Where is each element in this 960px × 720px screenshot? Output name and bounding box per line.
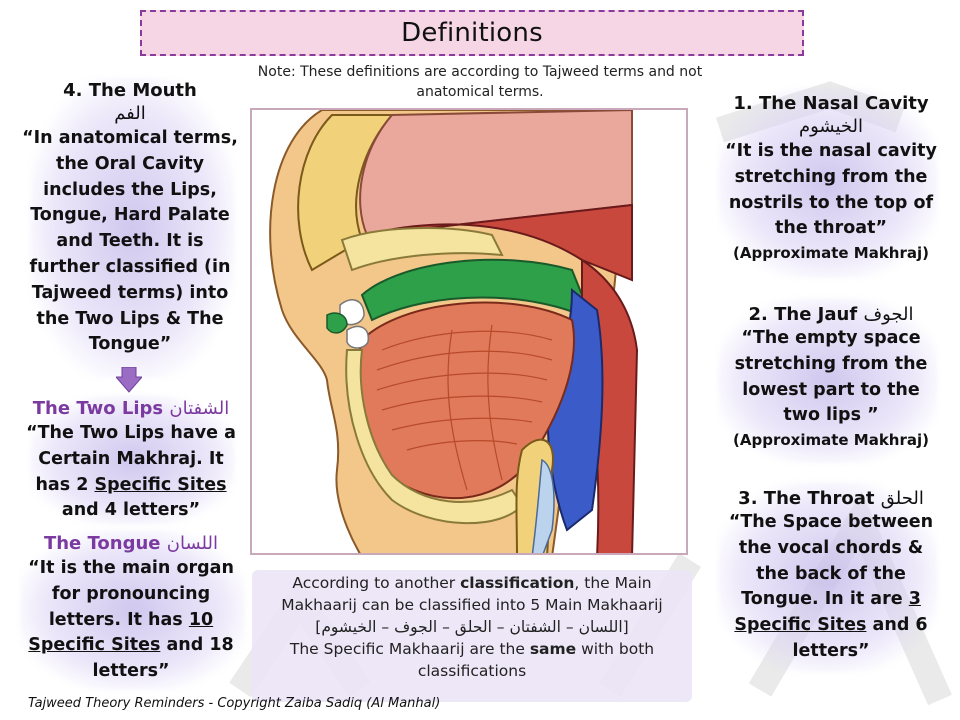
nasal-arabic: الخيشوم bbox=[798, 116, 864, 137]
two-lips-body: “The Two Lips have a Certain Makhraj. It… bbox=[26, 423, 236, 521]
jauf-section: 2. The Jauf الجوف “The empty space stret… bbox=[714, 303, 948, 451]
page-title: Definitions bbox=[401, 18, 543, 48]
tongue-body: “It is the main organ for pronouncing le… bbox=[28, 558, 234, 682]
tongue-glow bbox=[20, 530, 245, 690]
throat-body: “The Space between the vocal chords & th… bbox=[728, 512, 934, 661]
mouth-glow bbox=[30, 78, 235, 378]
mouth-heading: 4. The Mouth bbox=[63, 80, 197, 101]
mouth-arabic: الفم bbox=[114, 103, 146, 124]
nasal-tag: (Approximate Makhraj) bbox=[733, 244, 929, 263]
title-banner: Definitions bbox=[140, 10, 804, 56]
nasal-body: “It is the nasal cavity stretching from … bbox=[725, 141, 937, 239]
throat-glow bbox=[718, 482, 938, 672]
throat-heading: 3. The Throat الحلق bbox=[738, 488, 924, 509]
jauf-glow bbox=[718, 298, 938, 463]
mouth-body: “In anatomical terms, the Oral Cavity in… bbox=[22, 128, 238, 355]
nasal-heading: 1. The Nasal Cavity bbox=[733, 93, 929, 114]
footer-copyright: Tajweed Theory Reminders - Copyright Zai… bbox=[28, 696, 441, 711]
note-text: Note: These definitions are according to… bbox=[257, 64, 703, 100]
two-lips-section: The Two Lips الشفتان “The Two Lips have … bbox=[18, 397, 244, 524]
nasal-section: 1. The Nasal Cavity الخيشوم “It is the n… bbox=[714, 92, 948, 264]
nasal-glow bbox=[718, 88, 938, 278]
tongue-section: The Tongue اللسان “It is the main organ … bbox=[18, 532, 244, 685]
tongue-heading: The Tongue اللسان bbox=[43, 533, 219, 554]
two-lips-heading: The Two Lips الشفتان bbox=[32, 398, 230, 419]
jauf-heading: 2. The Jauf الجوف bbox=[748, 304, 914, 325]
classification-box: According to another classification, the… bbox=[252, 570, 692, 702]
jauf-body: “The empty space stretching from the low… bbox=[734, 328, 928, 426]
mouth-section: 4. The Mouth الفم “In anatomical terms, … bbox=[18, 79, 242, 358]
throat-section: 3. The Throat الحلق “The Space between t… bbox=[714, 487, 948, 665]
head-cross-section-diagram bbox=[250, 108, 688, 555]
jauf-tag: (Approximate Makhraj) bbox=[733, 431, 929, 450]
two-lips-glow bbox=[30, 395, 235, 525]
head-cross-section-illustration bbox=[269, 110, 639, 553]
down-arrow-icon bbox=[116, 367, 142, 393]
